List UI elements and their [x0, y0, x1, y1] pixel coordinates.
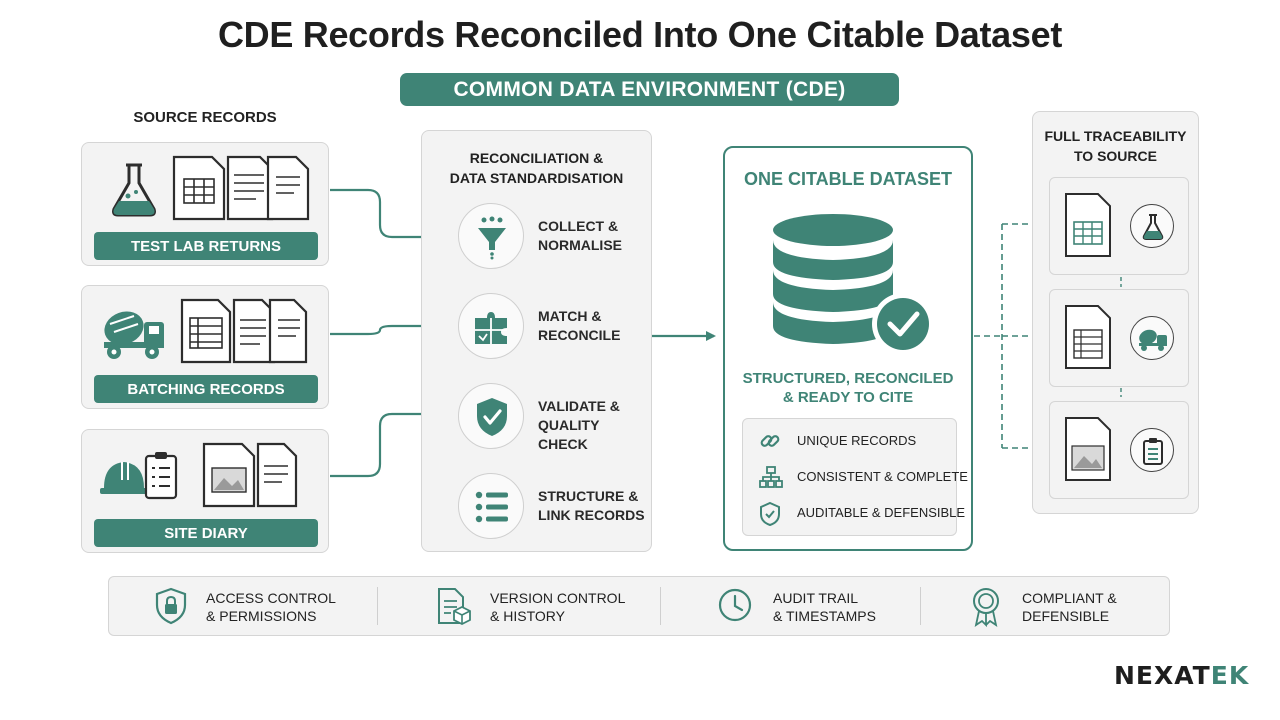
spreadsheet-document-icon	[1065, 193, 1111, 257]
step-structure-circle	[458, 473, 524, 539]
divider	[660, 587, 661, 625]
dataset-feature-auditable: AUDITABLE & DEFENSIBLE	[743, 501, 965, 527]
source-label-lab: TEST LAB RETURNS	[94, 232, 318, 260]
governance-bar: ACCESS CONTROL & PERMISSIONS VERSION CON…	[108, 576, 1170, 636]
lab-flask-badge	[1130, 204, 1174, 248]
trace-card-batching	[1049, 289, 1189, 387]
divider	[377, 587, 378, 625]
step-match-label: MATCH & RECONCILE	[538, 308, 621, 343]
governance-compliant: COMPLIANT & DEFENSIBLE	[971, 577, 1161, 635]
source-card-diary: SITE DIARY	[81, 429, 329, 553]
trace-card-diary	[1049, 401, 1189, 499]
document-stack-icon	[202, 442, 298, 508]
divider	[920, 587, 921, 625]
step-collect-circle	[458, 203, 524, 269]
clipboard-badge	[1130, 428, 1174, 472]
traceability-panel: FULL TRACEABILITY TO SOURCE	[1032, 111, 1199, 514]
governance-access: ACCESS CONTROL & PERMISSIONS	[155, 577, 375, 635]
clipboard-icon	[1143, 438, 1163, 465]
traceability-heading: FULL TRACEABILITY TO SOURCE	[1044, 128, 1187, 164]
document-box-icon	[438, 588, 471, 626]
reconciliation-heading-line1: RECONCILIATION &	[469, 150, 604, 166]
step-validate-circle	[458, 383, 524, 449]
dataset-subtitle: STRUCTURED, RECONCILED & READY TO CITE	[742, 370, 954, 406]
funnel-icon	[478, 216, 506, 260]
concrete-mixer-truck-icon	[1139, 329, 1167, 351]
step-structure-label: STRUCTURE & LINK RECORDS	[538, 488, 645, 523]
source-card-batching: BATCHING RECORDS	[81, 285, 329, 409]
page-title: CDE Records Reconciled Into One Citable …	[217, 14, 1063, 55]
shield-check-icon	[477, 398, 507, 436]
clock-icon	[718, 588, 752, 622]
reconciliation-heading: RECONCILIATION & DATA STANDARDISATION	[422, 148, 651, 188]
shield-lock-icon	[155, 587, 187, 625]
hierarchy-icon	[759, 466, 783, 488]
step-collect-label: COLLECT & NORMALISE	[538, 218, 622, 253]
source-heading: SOURCE RECORDS	[133, 109, 277, 126]
document-stack-icon	[180, 298, 308, 364]
dataset-feature-list: UNIQUE RECORDS CONSISTENT & COMPLETE AUD…	[742, 418, 968, 536]
dataset-panel: ONE CITABLE DATASET STRUCTURED, RECONCIL…	[723, 146, 973, 551]
governance-version: VERSION CONTROL & HISTORY	[437, 577, 657, 635]
dataset-feature-unique: UNIQUE RECORDS	[743, 429, 956, 453]
lab-flask-icon	[1142, 214, 1164, 240]
reconciliation-heading-line2: DATA STANDARDISATION	[449, 170, 624, 186]
source-label-diary: SITE DIARY	[94, 519, 318, 547]
reconciliation-panel: RECONCILIATION & DATA STANDARDISATION CO…	[421, 130, 652, 552]
arrow-diary-to-recon	[330, 409, 452, 478]
dataset-title: ONE CITABLE DATASET	[744, 169, 952, 189]
step-validate-label: VALIDATE & QUALITY CHECK	[538, 398, 620, 452]
mixer-truck-badge	[1130, 316, 1174, 360]
award-icon	[973, 588, 999, 628]
hardhat-clipboard-icon	[100, 452, 178, 500]
concrete-mixer-truck-icon	[104, 311, 164, 359]
shield-check-icon	[760, 501, 780, 527]
trace-card-lab	[1049, 177, 1189, 275]
step-match-circle	[458, 293, 524, 359]
source-card-lab: TEST LAB RETURNS	[81, 142, 329, 266]
arrow-lab-to-recon	[330, 188, 452, 242]
lab-flask-icon	[112, 163, 156, 217]
cde-banner: COMMON DATA ENVIRONMENT (CDE)	[400, 73, 899, 106]
document-stack-icon	[172, 155, 310, 221]
list-icon	[475, 491, 508, 523]
form-document-icon	[1065, 305, 1111, 369]
arrow-batch-to-recon	[330, 321, 452, 336]
source-label-batching: BATCHING RECORDS	[94, 375, 318, 403]
image-document-icon	[1065, 417, 1111, 481]
governance-audit: AUDIT TRAIL & TIMESTAMPS	[717, 577, 937, 635]
dataset-feature-consistent: CONSISTENT & COMPLETE	[743, 465, 968, 489]
puzzle-icon	[475, 312, 507, 344]
database-check-icon	[773, 214, 934, 355]
nexatek-logo: NEXATEK	[1114, 661, 1250, 690]
link-icon	[760, 435, 780, 447]
